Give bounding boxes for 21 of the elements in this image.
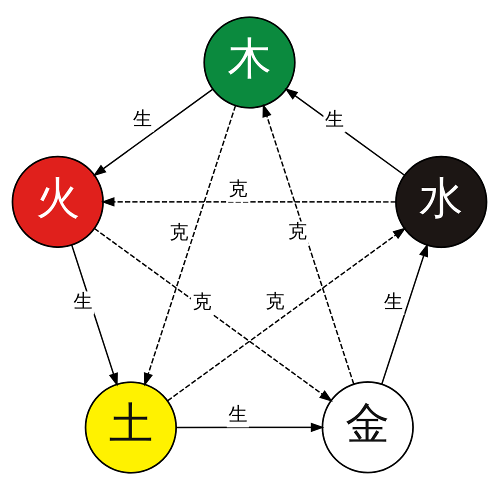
node-circle: 木 bbox=[203, 16, 296, 109]
edge-label: 克 bbox=[266, 290, 285, 313]
node-circle: 水 bbox=[395, 156, 488, 248]
node-circle: 土 bbox=[84, 381, 177, 474]
arrow bbox=[94, 228, 333, 402]
edge-label: 生 bbox=[324, 108, 344, 130]
edge-label: 生 bbox=[384, 291, 403, 314]
arrow bbox=[100, 197, 396, 207]
edge-label: 克 bbox=[170, 221, 189, 244]
edge-label: 生 bbox=[228, 403, 248, 426]
node-circle: 金 bbox=[322, 381, 414, 474]
edge-label: 克 bbox=[288, 220, 307, 243]
edge-label: 克 bbox=[228, 178, 248, 200]
edge-label: 克 bbox=[192, 290, 212, 313]
arrow bbox=[176, 422, 324, 432]
edge-label: 生 bbox=[74, 290, 93, 313]
node-circle: 火 bbox=[12, 156, 104, 248]
edge-label: 生 bbox=[133, 108, 152, 130]
arrow bbox=[92, 88, 213, 176]
arrow bbox=[284, 88, 405, 176]
arrow bbox=[144, 106, 236, 386]
